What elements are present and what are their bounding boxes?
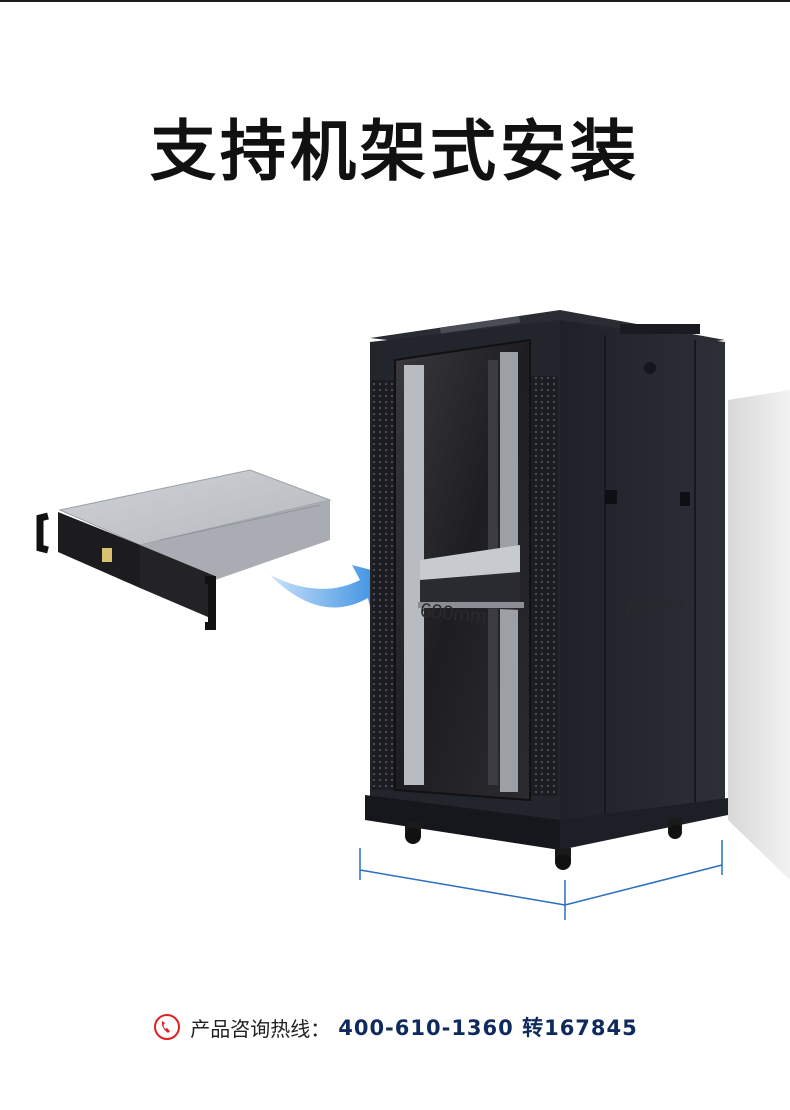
network-cabinet (365, 310, 728, 870)
illustration-svg (36, 310, 790, 920)
caster-wheel-front-left (405, 822, 421, 844)
dimension-lines (359, 840, 723, 920)
server-handle-left (36, 512, 49, 554)
phone-icon (154, 1014, 181, 1040)
caster-wheel-front-right (555, 848, 571, 870)
hotline-label: 产品咨询热线： (190, 1016, 331, 1041)
page-title: 支持机架式安装 (150, 113, 640, 190)
rack-server (36, 469, 332, 630)
hotline-number: 400-610-1360 转167845 (338, 1016, 638, 1040)
server-handle-right (205, 576, 216, 630)
product-illustration (0, 280, 790, 940)
lock-icon (102, 548, 112, 562)
background-wall (728, 390, 790, 880)
top-divider (0, 0, 790, 2)
blue-arrow-icon (270, 565, 402, 616)
hotline-footer: 产品咨询热线： 400-610-1360 转167845 (0, 1010, 790, 1044)
caster-wheel-back (668, 818, 682, 839)
